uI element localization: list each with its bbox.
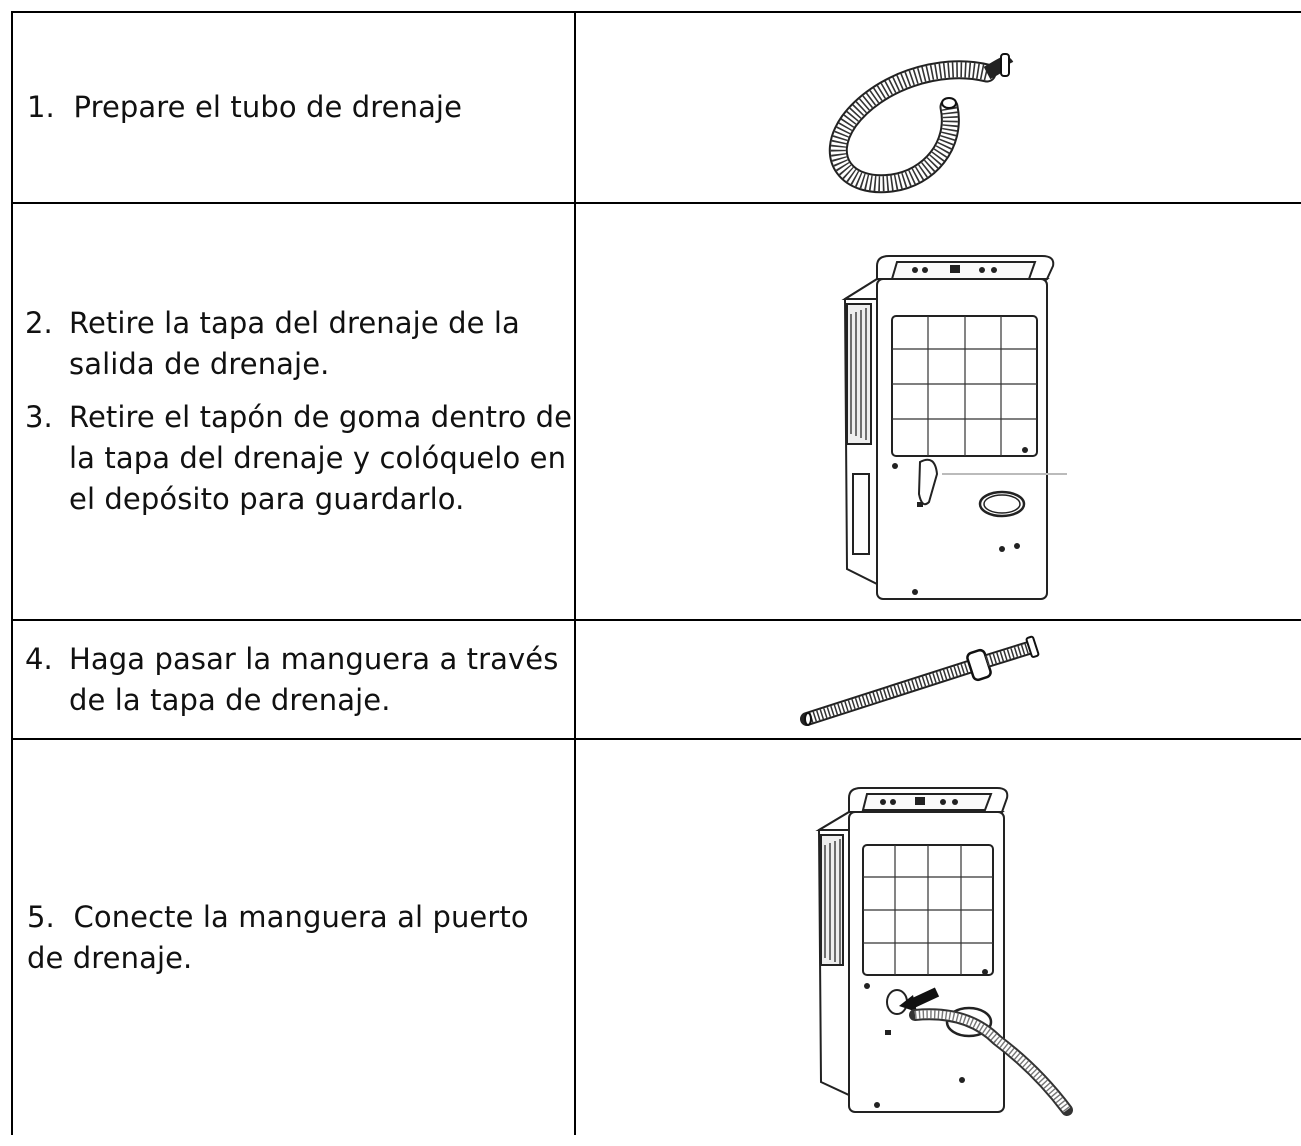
step-text: Retire la tapa del drenaje de la salida … [69, 306, 520, 381]
step-1: 1. Prepare el tubo de drenaje [13, 87, 462, 128]
step-text: Prepare el tubo de drenaje [73, 90, 463, 124]
row-divider [11, 202, 1301, 204]
row-divider [11, 619, 1301, 621]
step-text: Conecte la manguera al puerto de drenaje… [27, 899, 529, 975]
step-cell: 1. Prepare el tubo de drenaje [13, 13, 573, 202]
step-number: 3. [25, 400, 53, 434]
step-2: 2. Retire la tapa del drenaje de la sali… [13, 303, 573, 385]
step-text: Haga pasar la manguera a través de la ta… [69, 641, 559, 717]
step-number: 5. [27, 899, 55, 934]
instruction-table: 1. Prepare el tubo de drenaje 2. [11, 11, 1301, 1146]
step-number: 1. [27, 90, 55, 124]
step-cell: 5. Conecte la manguera al puerto de dren… [13, 740, 573, 1135]
step-3: 3. Retire el tapón de goma dentro de la … [13, 397, 573, 520]
step-list: 2. Retire la tapa del drenaje de la sali… [13, 303, 573, 520]
step-cell: 2. Retire la tapa del drenaje de la sali… [13, 204, 573, 619]
step-5: 5. Conecte la manguera al puerto de dren… [13, 897, 573, 979]
step-text: Retire el tapón de goma dentro de la tap… [69, 400, 573, 516]
hose-connected-figure [577, 740, 1301, 1135]
step-list: 4. Haga pasar la manguera a través de la… [13, 639, 573, 721]
table-border [11, 11, 1301, 13]
step-number: 2. [25, 306, 53, 340]
table-border [11, 11, 13, 1135]
column-divider [574, 11, 576, 1135]
step-number: 4. [25, 641, 53, 676]
step-cell: 4. Haga pasar la manguera a través de la… [13, 621, 573, 738]
coiled-hose-figure [577, 13, 1301, 202]
row-divider [11, 738, 1301, 740]
step-4: 4. Haga pasar la manguera a través de la… [13, 639, 573, 721]
dehumidifier-figure [577, 204, 1301, 619]
hose-through-cap-figure [577, 621, 1301, 738]
